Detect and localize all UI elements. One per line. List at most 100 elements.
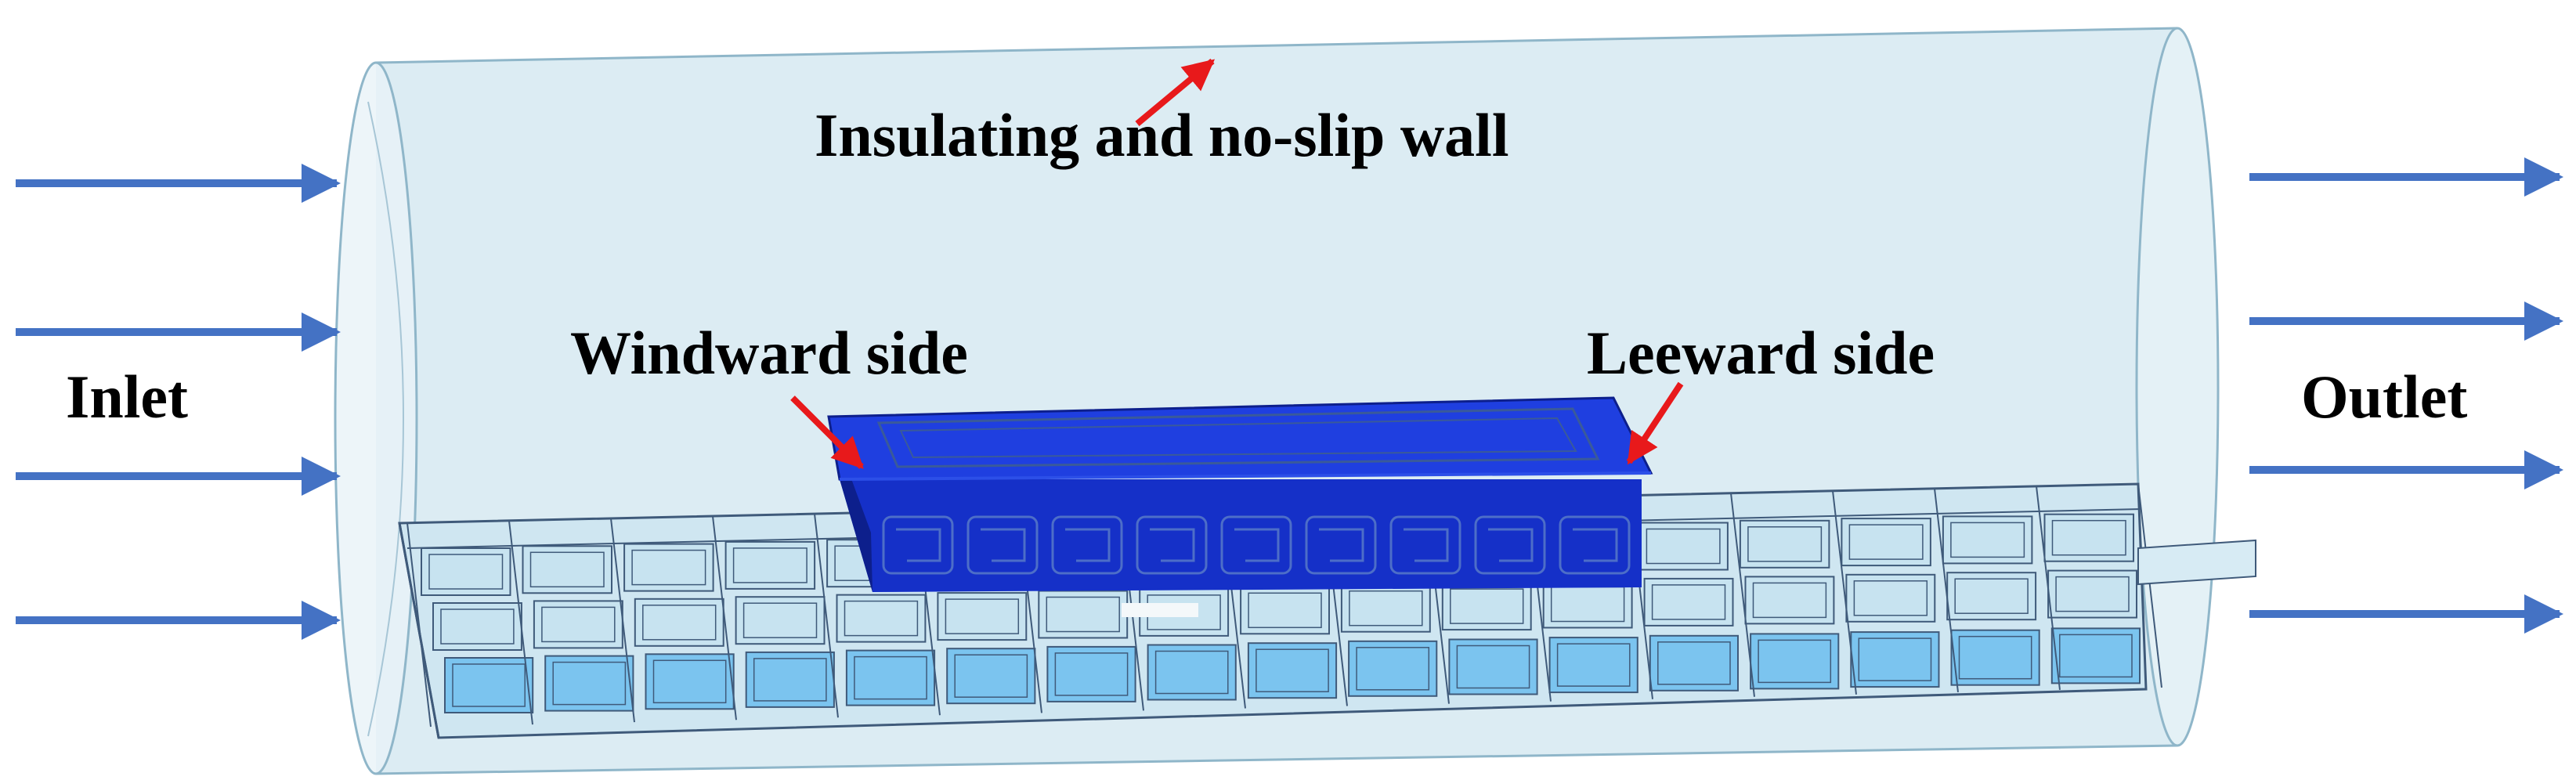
module-cell <box>1305 515 1377 575</box>
lattice-cell <box>937 592 1028 641</box>
module-front-face <box>840 479 1642 592</box>
lattice-cell <box>1946 572 2037 621</box>
lattice-cell-inner <box>753 658 827 702</box>
lattice-cell <box>522 545 612 594</box>
lattice-cell <box>421 547 511 596</box>
lattice-cell-inner <box>552 661 627 706</box>
module-cell <box>1559 515 1631 575</box>
lattice-cell-inner <box>1556 643 1631 687</box>
lattice-cell-inner <box>1657 641 1731 685</box>
module-cell <box>882 515 954 575</box>
cylinder-bottom-edge <box>375 744 2178 775</box>
lattice-cell-inner <box>1651 584 1726 620</box>
lattice-cell-inner <box>1356 647 1430 691</box>
lattice-cell <box>1240 586 1330 635</box>
lattice-post <box>2036 486 2061 691</box>
lattice-post <box>1832 490 1857 695</box>
lattice-cell-inner <box>1054 652 1129 696</box>
lattice-cell <box>1348 640 1438 697</box>
lattice-cell <box>1750 633 1840 690</box>
module-front-cells <box>882 515 1631 575</box>
module-cell <box>1051 515 1123 575</box>
lattice-cell <box>946 648 1036 705</box>
module-cell-coil <box>981 528 1026 562</box>
pointer-arrows <box>790 58 1684 469</box>
module-top-inner-inner <box>899 417 1577 459</box>
lattice-cell-inner <box>1958 635 2032 680</box>
lattice-cell <box>1340 583 1431 633</box>
module-cell <box>966 515 1039 575</box>
lattice-cell-inner <box>1752 582 1827 619</box>
lattice-cell <box>634 598 724 647</box>
lattice-cell <box>1841 518 1931 567</box>
lattice-cell <box>2050 627 2141 684</box>
lattice-cell-inner <box>2055 576 2130 612</box>
cylinder-inlet-inner-arc <box>367 101 404 737</box>
lattice-cell-inner <box>1255 648 1329 692</box>
lattice-cell <box>1548 637 1638 694</box>
lattice-cell-inner <box>452 663 526 707</box>
outlet-label: Outlet <box>2301 363 2468 431</box>
lattice-cell <box>1638 522 1729 571</box>
lattice-cell <box>533 600 623 649</box>
lattice-cell <box>836 594 927 643</box>
module-cell-coil <box>896 528 941 562</box>
lattice-cell-inner <box>440 608 515 645</box>
lattice-cell-inner <box>428 554 504 590</box>
lattice-cell-inner <box>1758 639 1832 684</box>
lattice-post <box>406 522 432 728</box>
lattice-cell <box>1038 590 1129 639</box>
module-cell-coil <box>1404 528 1449 562</box>
lattice-cell-inner <box>844 600 919 637</box>
lattice-cell <box>1845 573 1936 623</box>
lattice-cell <box>1744 576 1835 625</box>
lattice-cell <box>845 649 936 706</box>
lattice-cell-inner <box>945 598 1020 634</box>
module-cell-coil <box>1319 528 1364 562</box>
module-gap <box>1122 603 1198 617</box>
module-block <box>827 396 1653 617</box>
cylinder-inlet-face <box>334 61 418 775</box>
pointer-arrow-icon <box>1626 381 1684 465</box>
lattice-cell <box>1850 631 1940 688</box>
lattice-cell-inner <box>2051 519 2126 556</box>
lattice-cell-inner <box>954 654 1028 698</box>
module-top-edge-highlight <box>839 471 1652 481</box>
lattice-cell <box>1643 577 1734 627</box>
lattice-post <box>1934 488 1959 693</box>
lattice-cell <box>1649 634 1740 692</box>
lattice-cell <box>735 596 826 645</box>
windward-label: Windward side <box>570 319 968 387</box>
lattice-cell-inner <box>1154 650 1229 695</box>
module-cell <box>1220 515 1292 575</box>
lattice-post <box>610 518 635 723</box>
lattice-cell <box>1247 642 1338 699</box>
lattice-cell-inner <box>2059 634 2133 678</box>
lattice-post <box>712 516 737 720</box>
module-cell-coil <box>1150 528 1195 562</box>
lattice-cell <box>745 651 835 708</box>
lattice-cell-inner <box>1450 588 1524 624</box>
lattice-post <box>2137 483 2162 688</box>
lattice-cell-inner <box>541 606 616 643</box>
lattice-cell-inner <box>652 659 727 704</box>
lattice-cell-inner <box>1954 578 2029 614</box>
lattice-cell <box>1046 645 1136 702</box>
lattice-cell-inner <box>1646 528 1721 565</box>
lattice-cell-inner <box>1950 522 2025 558</box>
lattice-cell-inner <box>732 547 807 583</box>
lattice-cell <box>1448 638 1538 695</box>
lattice-cell <box>724 540 816 590</box>
lattice-cell-inner <box>1848 524 1924 560</box>
wall-label: Insulating and no-slip wall <box>815 101 1509 169</box>
inlet-label: Inlet <box>66 363 188 431</box>
lattice-cell-inner <box>529 551 605 588</box>
module-cell-coil <box>1488 528 1534 562</box>
outlet-pipe <box>2137 539 2256 586</box>
lattice-cell <box>1950 629 2040 686</box>
leeward-label: Leeward side <box>1587 319 1935 387</box>
lattice-cell-inner <box>854 655 927 700</box>
module-cell <box>1136 515 1208 575</box>
